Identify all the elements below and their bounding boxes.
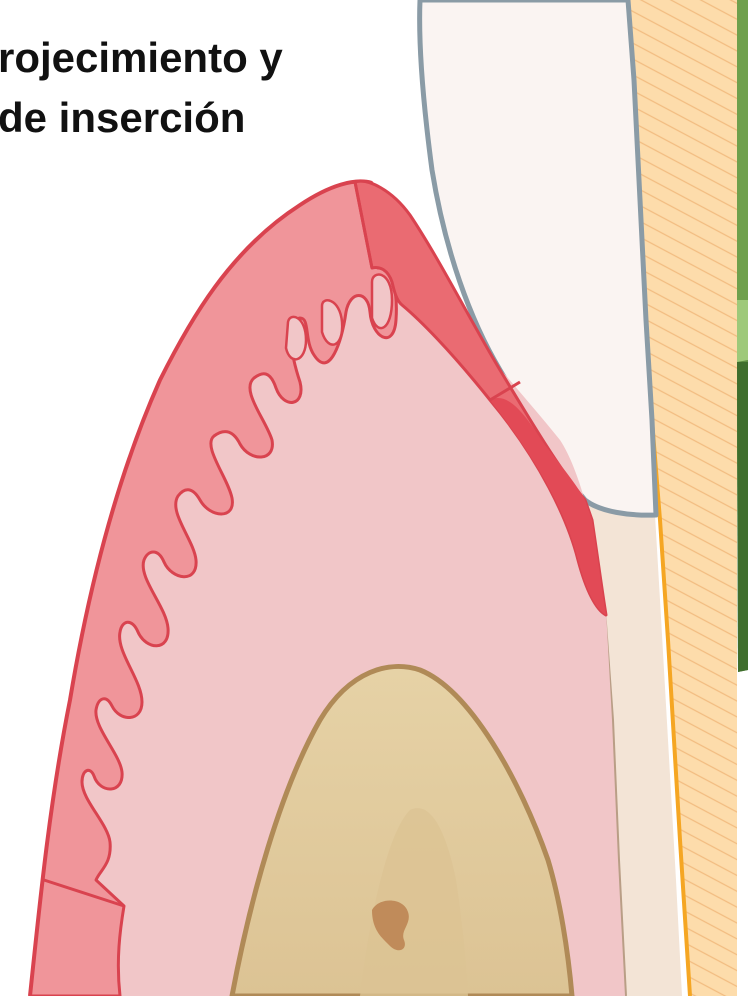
caption-line-2: de inserción	[0, 88, 400, 148]
diagram-caption: rojecimiento y de inserción	[0, 28, 400, 148]
caption-line-1: rojecimiento y	[0, 28, 400, 88]
